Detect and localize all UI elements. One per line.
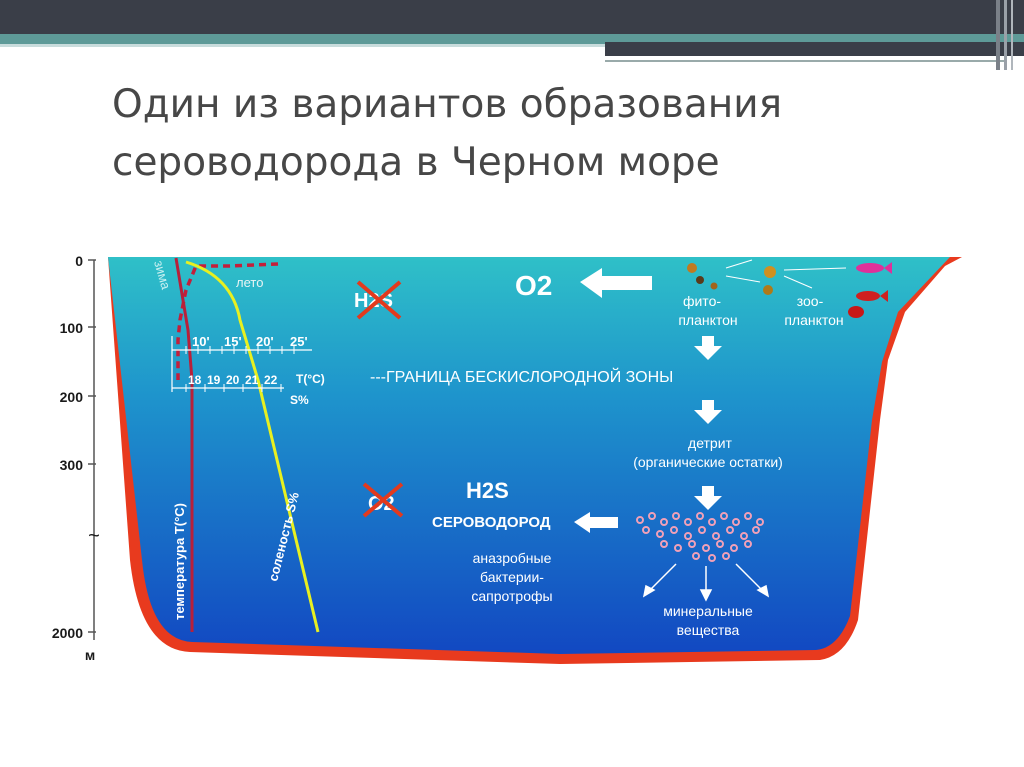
temp-scale-15: 15' bbox=[224, 334, 242, 349]
temp-scale-20: 20' bbox=[256, 334, 274, 349]
summer-label: лето bbox=[236, 275, 263, 290]
salinity-scale-22: 22 bbox=[264, 373, 278, 387]
depth-label-2000: 2000 bbox=[52, 625, 83, 641]
depth-unit: м bbox=[85, 647, 95, 663]
h2s-formula: H2S bbox=[466, 478, 509, 503]
phyto-label-1: фито- bbox=[683, 293, 721, 309]
salinity-scale-19: 19 bbox=[207, 373, 221, 387]
depth-break-mark: ~ bbox=[88, 525, 100, 547]
bacteria-label-2: бактерии- bbox=[480, 569, 544, 585]
phyto-label-2: планктон bbox=[678, 312, 737, 328]
salinity-scale-18: 18 bbox=[188, 373, 202, 387]
minerals-label-2: вещества bbox=[677, 622, 740, 638]
zoo-label-1: зоо- bbox=[797, 293, 824, 309]
depth-label-300: 300 bbox=[60, 457, 84, 473]
salinity-scale-20: 20 bbox=[226, 373, 240, 387]
bacteria-label: аназробные бактерии- сапротрофы bbox=[471, 550, 552, 604]
temp-scale-25: 25' bbox=[290, 334, 308, 349]
zoo-label-2: планктон bbox=[784, 312, 843, 328]
salinity-scale-21: 21 bbox=[245, 373, 259, 387]
bacteria-label-1: аназробные bbox=[473, 550, 552, 566]
salinity-scale-unit: S% bbox=[290, 393, 309, 407]
depth-label-0: 0 bbox=[75, 253, 83, 269]
fish-icon bbox=[856, 291, 880, 301]
o2-label: O2 bbox=[515, 270, 552, 301]
temperature-axis-label: температура T(°C) bbox=[172, 503, 187, 620]
detritus-label-2: (органические остатки) bbox=[633, 454, 783, 470]
anoxic-boundary-label: ---ГРАНИЦА БЕСКИСЛОРОДНОЙ ЗОНЫ bbox=[370, 367, 673, 386]
minerals-label-1: минеральные bbox=[663, 603, 753, 619]
bacteria-label-3: сапротрофы bbox=[471, 588, 552, 604]
depth-label-100: 100 bbox=[60, 320, 84, 336]
detritus-label-1: детрит bbox=[688, 435, 733, 451]
depth-scale: 0 100 200 300 ~ 2000 м bbox=[52, 253, 100, 663]
temp-scale-unit: T(°C) bbox=[296, 372, 325, 386]
depth-label-200: 200 bbox=[60, 389, 84, 405]
fish-icon bbox=[856, 263, 884, 273]
temp-scale-10: 10' bbox=[192, 334, 210, 349]
fish-icon bbox=[848, 306, 864, 318]
h2s-name: СЕРОВОДОРОД bbox=[432, 514, 551, 531]
